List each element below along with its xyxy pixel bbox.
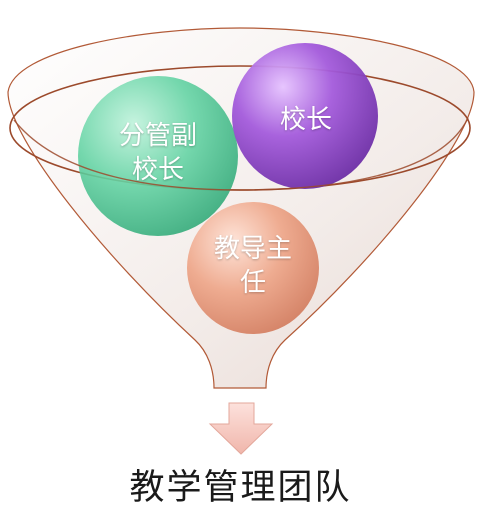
- circle-fenguan: [78, 76, 238, 236]
- funnel-rim-front: [13, 117, 469, 191]
- node-label-fenguan-line2: 校长: [131, 155, 184, 185]
- circle-xiaozhang: [232, 43, 378, 189]
- node-label-fenguan: 分管副 校长: [103, 119, 213, 187]
- circle-jiaodao: [187, 202, 319, 334]
- node-label-jiaodao: 教导主 任: [198, 232, 308, 300]
- node-label-jiaodao-line1: 教导主: [213, 234, 292, 264]
- diagram-caption: 教学管理团队: [129, 468, 352, 508]
- down-arrow-icon: [208, 402, 274, 455]
- node-label-fenguan-line1: 分管副: [118, 121, 197, 151]
- node-label-jiaodao-line2: 任: [239, 268, 266, 298]
- node-label-xiaozhang: 校长: [279, 105, 332, 135]
